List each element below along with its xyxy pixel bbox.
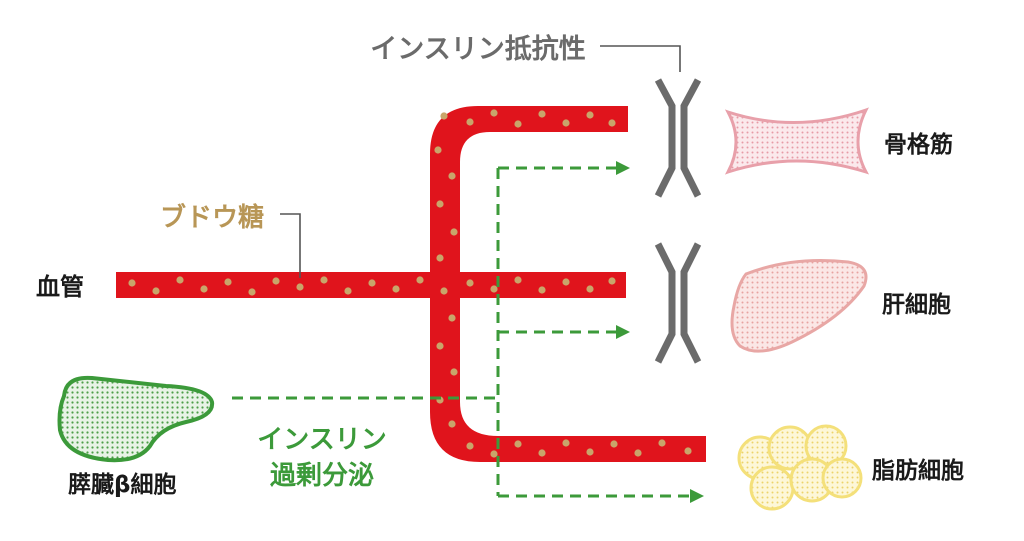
glucose-dot [586,448,594,456]
glucose-dot [392,285,400,293]
barrier-muscle-left [654,78,676,198]
glucose-dot [436,200,444,208]
glucose-dot [272,277,280,285]
glucose-dot [200,285,208,293]
glucose-dot [416,276,424,284]
glucose-dot [466,442,474,450]
glucose-dot [224,278,232,286]
glucose-dot [608,277,616,285]
glucose-dot [562,278,570,286]
pancreas-shape [57,375,215,463]
glucose-dot [440,287,448,295]
insulin-resistance-barriers [654,78,702,364]
skeletal-muscle-shape [724,107,870,175]
resistance-leader-line [600,45,681,72]
fat-cell [821,457,863,499]
glucose-dot [490,285,498,293]
glucose-leader-line [280,213,301,278]
glucose-dot [152,287,160,295]
glucose-dot [608,119,616,127]
insulin-secretion-label-line1: インスリン [257,425,386,455]
glucose-dot [538,286,546,294]
barrier-liver-right [680,242,702,364]
glucose-dot [368,279,376,287]
blood-vessel-label: 血管 [36,273,84,301]
blood-vessel-branch [430,106,706,462]
pancreas-beta-cells-label: 膵臓β細胞 [68,471,176,498]
glucose-dot [344,287,352,295]
skeletal-muscle-label: 骨格筋 [884,131,953,158]
arrowhead-liver [616,325,630,339]
blood-vessel-network [116,106,706,462]
liver-cell-shape [730,259,868,353]
glucose-dot [248,288,256,296]
insulin-arrowheads [616,161,704,503]
glucose-dot [562,439,570,447]
glucose-dot [296,283,304,291]
glucose-dot [440,112,448,120]
barrier-liver-left [654,242,676,364]
glucose-dot [436,342,444,350]
glucose-dot [320,276,328,284]
arrowhead-fat [690,489,704,503]
glucose-dot [586,111,594,119]
arrowhead-muscle [616,161,630,175]
glucose-dot [436,254,444,262]
glucose-dot [434,146,442,154]
glucose-dot [466,118,474,126]
glucose-dot [538,110,546,118]
fat-cell-label: 脂肪細胞 [872,457,964,484]
insulin-secretion-label-line2: 過剰分泌 [270,461,374,491]
glucose-dot [490,109,498,117]
glucose-dot [586,285,594,293]
barrier-muscle-right [680,78,702,198]
glucose-dot [538,449,546,457]
glucose-dot [450,368,458,376]
glucose-dot [450,228,458,236]
glucose-dot [610,440,618,448]
glucose-dot [634,449,642,457]
insulin-flow-arrows [232,166,690,498]
glucose-dot [128,279,136,287]
glucose-dot [514,120,522,128]
glucose-dot [658,439,666,447]
glucose-dot [684,447,692,455]
leader-lines [280,45,681,278]
glucose-dot [514,440,522,448]
glucose-dot [448,172,456,180]
glucose-label: ブドウ糖 [160,202,264,233]
glucose-dot [176,276,184,284]
insulin-resistance-label: インスリン抵抗性 [370,33,585,65]
glucose-dot [466,279,474,287]
glucose-particles [128,109,692,458]
glucose-dot [514,276,522,284]
fat-cells-cluster [737,424,863,511]
glucose-dot [448,420,456,428]
glucose-dot [490,450,498,458]
glucose-dot [448,314,456,322]
glucose-dot [562,119,570,127]
liver-cell-label: 肝細胞 [882,291,951,318]
fat-cell [749,465,795,511]
